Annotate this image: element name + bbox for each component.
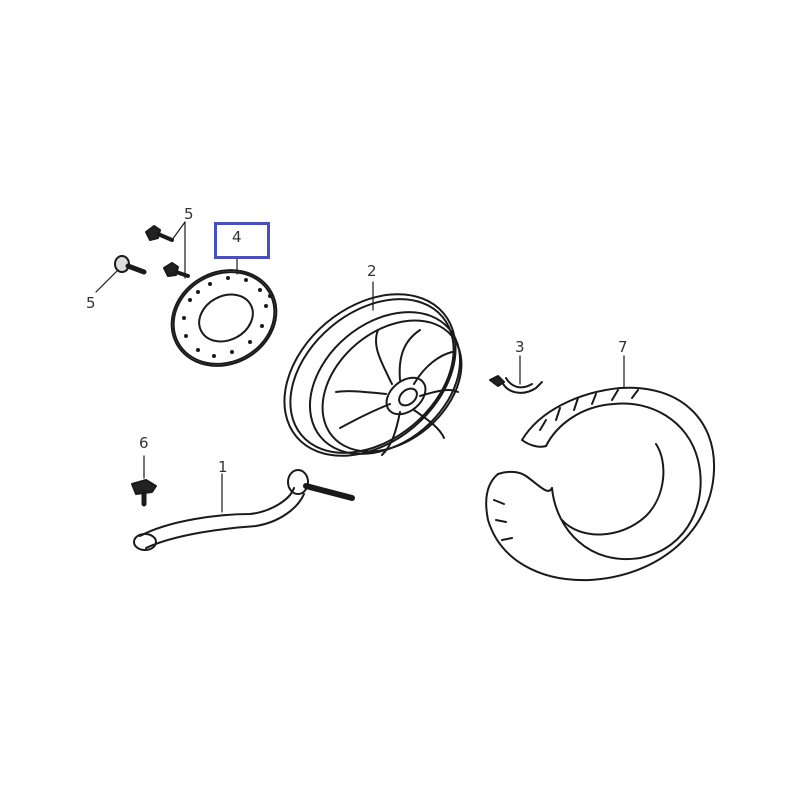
highlight-box-part-4 — [214, 222, 270, 259]
axle-lever-icon[interactable] — [133, 469, 355, 551]
callout-5-top: 5 — [184, 205, 194, 223]
bolt-icon-5c[interactable] — [163, 262, 190, 278]
callout-1[interactable]: 1 — [218, 458, 228, 476]
tire-icon[interactable] — [485, 386, 716, 582]
bolt-icon-5a[interactable] — [145, 225, 174, 242]
callout-6[interactable]: 6 — [139, 434, 149, 452]
flange-bolt-icon[interactable] — [131, 479, 157, 507]
callout-3[interactable]: 3 — [515, 338, 525, 356]
valve-clip-icon[interactable] — [489, 375, 543, 394]
bolt-icon-5b[interactable] — [114, 255, 147, 275]
wheel-rim-icon[interactable] — [253, 261, 488, 489]
brake-disc-icon[interactable] — [155, 252, 294, 384]
callout-2[interactable]: 2 — [367, 262, 377, 280]
callout-4[interactable]: 4 — [232, 228, 242, 246]
callout-7[interactable]: 7 — [618, 338, 628, 356]
callout-5-left: 5 — [86, 294, 96, 312]
